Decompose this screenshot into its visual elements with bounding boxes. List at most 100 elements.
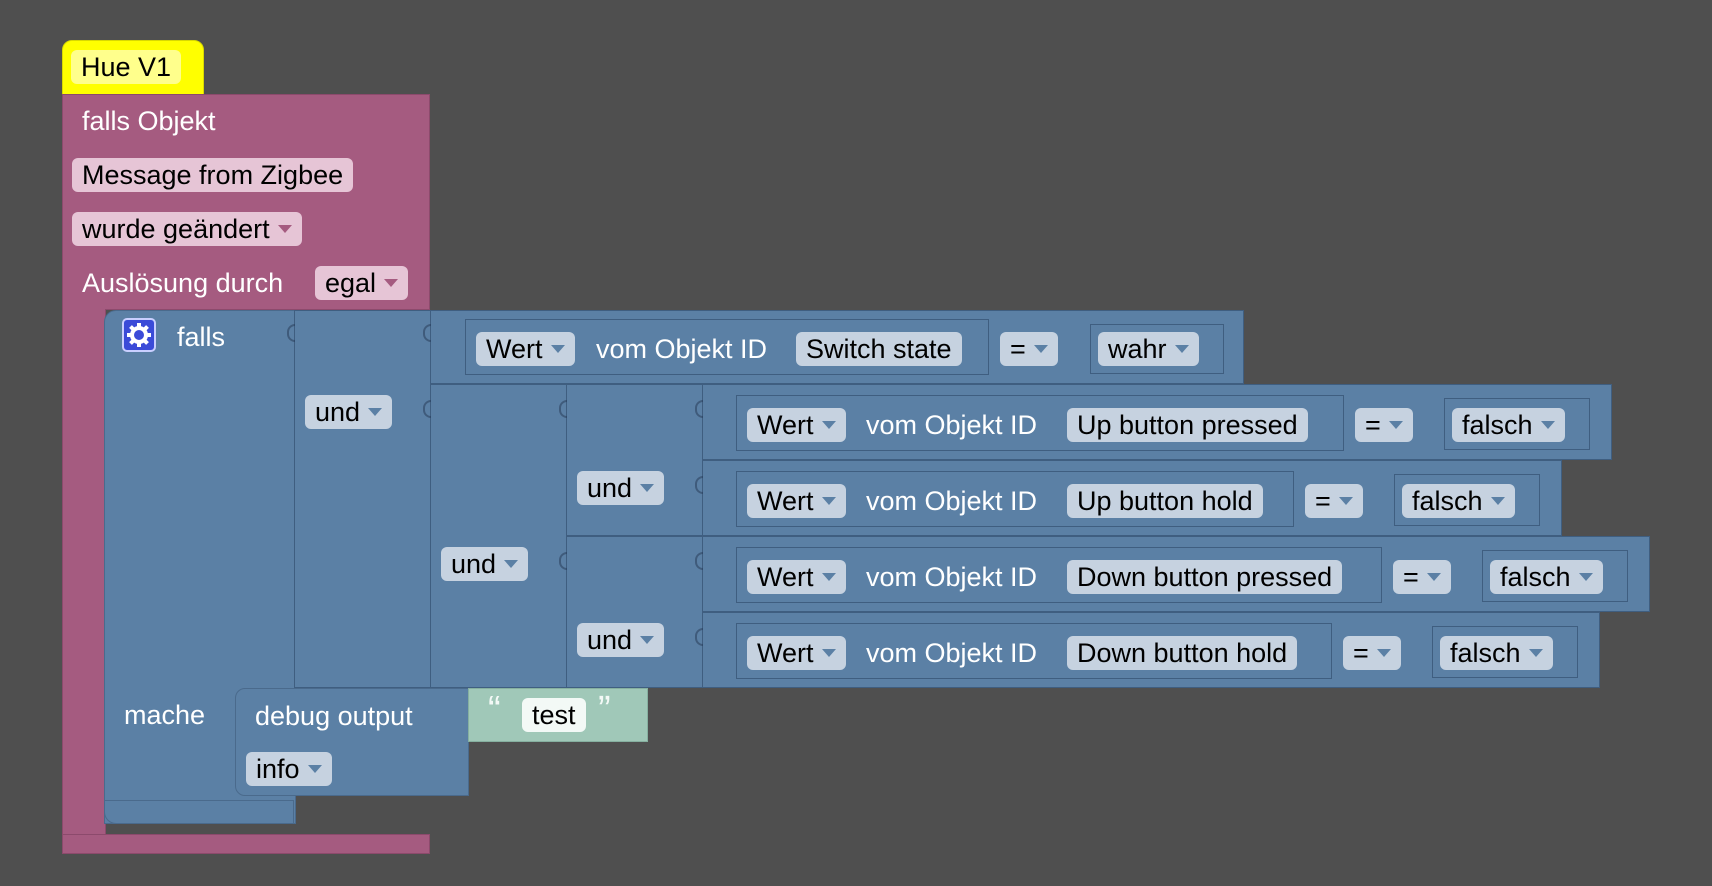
- trigger-value: egal: [325, 268, 377, 298]
- and-block-outer[interactable]: [294, 310, 432, 688]
- and-op-value: und: [451, 549, 497, 579]
- boolean-value: falsch: [1500, 562, 1571, 592]
- object-id-label: vom Objekt ID: [866, 486, 1038, 516]
- chevron-down-icon: [640, 483, 655, 492]
- connector-notch: [423, 324, 431, 342]
- and-block-up[interactable]: [566, 384, 704, 536]
- and-op-dropdown-outer[interactable]: und: [305, 395, 393, 429]
- wert-value: Wert: [757, 486, 814, 516]
- debug-level-dropdown[interactable]: info: [246, 752, 332, 786]
- object-id-field[interactable]: Down button pressed: [1067, 560, 1343, 594]
- operator-value: =: [1403, 562, 1419, 592]
- chevron-down-icon: [384, 278, 399, 287]
- and-block-second[interactable]: [430, 384, 568, 688]
- and-block-down[interactable]: [566, 536, 704, 688]
- chevron-down-icon: [307, 764, 322, 773]
- if-block-footer: [104, 800, 294, 824]
- chevron-down-icon: [368, 407, 383, 416]
- operator-value: =: [1365, 410, 1381, 440]
- object-name-field[interactable]: Message from Zigbee: [72, 158, 354, 192]
- and-op-dropdown-second[interactable]: und: [441, 547, 529, 581]
- object-id-label: vom Objekt ID: [866, 410, 1038, 440]
- chevron-down-icon: [1528, 648, 1543, 657]
- and-op-dropdown-up[interactable]: und: [577, 471, 665, 505]
- operator-dropdown[interactable]: =: [1355, 408, 1413, 442]
- wert-value: Wert: [757, 638, 814, 668]
- trigger-block-spine: [62, 309, 106, 835]
- chevron-down-icon: [1338, 496, 1353, 505]
- chevron-down-icon: [1033, 344, 1048, 353]
- operator-dropdown[interactable]: =: [1343, 636, 1401, 670]
- debug-output-label: debug output: [255, 701, 413, 731]
- boolean-value: wahr: [1108, 334, 1167, 364]
- chevron-down-icon: [640, 635, 655, 644]
- wert-value: Wert: [486, 334, 543, 364]
- operator-value: =: [1010, 334, 1026, 364]
- chevron-down-icon: [504, 559, 519, 568]
- and-op-value: und: [587, 473, 633, 503]
- and-op-value: und: [587, 625, 633, 655]
- boolean-dropdown[interactable]: wahr: [1098, 332, 1199, 366]
- do-label: mache: [124, 700, 206, 730]
- trigger-title: falls Objekt: [82, 106, 216, 136]
- object-id-field[interactable]: Switch state: [796, 332, 962, 366]
- change-mode-value: wurde geändert: [82, 214, 270, 244]
- gear-icon[interactable]: [122, 318, 156, 352]
- wert-dropdown[interactable]: Wert: [747, 560, 846, 594]
- hat-label[interactable]: Hue V1: [71, 50, 182, 84]
- operator-value: =: [1353, 638, 1369, 668]
- connector-notch: [695, 400, 703, 418]
- connector-notch: [423, 400, 431, 418]
- object-id-label: vom Objekt ID: [866, 638, 1038, 668]
- debug-level-value: info: [256, 754, 300, 784]
- wert-dropdown[interactable]: Wert: [747, 408, 846, 442]
- wert-dropdown[interactable]: Wert: [747, 636, 846, 670]
- change-mode-dropdown[interactable]: wurde geändert: [72, 212, 302, 246]
- chevron-down-icon: [821, 572, 836, 581]
- operator-value: =: [1315, 486, 1331, 516]
- object-id-field[interactable]: Up button pressed: [1067, 408, 1308, 442]
- text-value-field[interactable]: test: [522, 698, 586, 732]
- connector-notch: [559, 552, 567, 570]
- trigger-value-dropdown[interactable]: egal: [315, 266, 409, 300]
- and-op-value: und: [315, 397, 361, 427]
- chevron-down-icon: [1174, 344, 1189, 353]
- wert-value: Wert: [757, 562, 814, 592]
- trigger-label: Auslösung durch: [82, 268, 284, 298]
- chevron-down-icon: [1388, 420, 1403, 429]
- quote-open-icon: “: [488, 689, 501, 731]
- boolean-value: falsch: [1450, 638, 1521, 668]
- boolean-dropdown[interactable]: falsch: [1402, 484, 1515, 518]
- if-label: falls: [177, 322, 226, 352]
- object-id-field[interactable]: Down button hold: [1067, 636, 1298, 670]
- chevron-down-icon: [277, 224, 292, 233]
- boolean-dropdown[interactable]: falsch: [1440, 636, 1553, 670]
- operator-dropdown[interactable]: =: [1393, 560, 1451, 594]
- wert-dropdown[interactable]: Wert: [747, 484, 846, 518]
- chevron-down-icon: [1490, 496, 1505, 505]
- and-op-dropdown-down[interactable]: und: [577, 623, 665, 657]
- wert-value: Wert: [757, 410, 814, 440]
- object-id-label: vom Objekt ID: [596, 334, 768, 364]
- quote-close-icon: ”: [598, 689, 611, 731]
- operator-dropdown[interactable]: =: [1000, 332, 1058, 366]
- object-id-label: vom Objekt ID: [866, 562, 1038, 592]
- boolean-dropdown[interactable]: falsch: [1452, 408, 1565, 442]
- boolean-dropdown[interactable]: falsch: [1490, 560, 1603, 594]
- chevron-down-icon: [821, 496, 836, 505]
- connector-notch: [287, 324, 295, 342]
- chevron-down-icon: [1376, 648, 1391, 657]
- connector-notch: [695, 552, 703, 570]
- boolean-value: falsch: [1412, 486, 1483, 516]
- wert-dropdown[interactable]: Wert: [476, 332, 575, 366]
- connector-notch: [695, 628, 703, 646]
- chevron-down-icon: [1540, 420, 1555, 429]
- chevron-down-icon: [1578, 572, 1593, 581]
- hat-block[interactable]: Hue V1: [62, 40, 204, 96]
- boolean-value: falsch: [1462, 410, 1533, 440]
- chevron-down-icon: [821, 420, 836, 429]
- chevron-down-icon: [550, 344, 565, 353]
- chevron-down-icon: [821, 648, 836, 657]
- operator-dropdown[interactable]: =: [1305, 484, 1363, 518]
- object-id-field[interactable]: Up button hold: [1067, 484, 1263, 518]
